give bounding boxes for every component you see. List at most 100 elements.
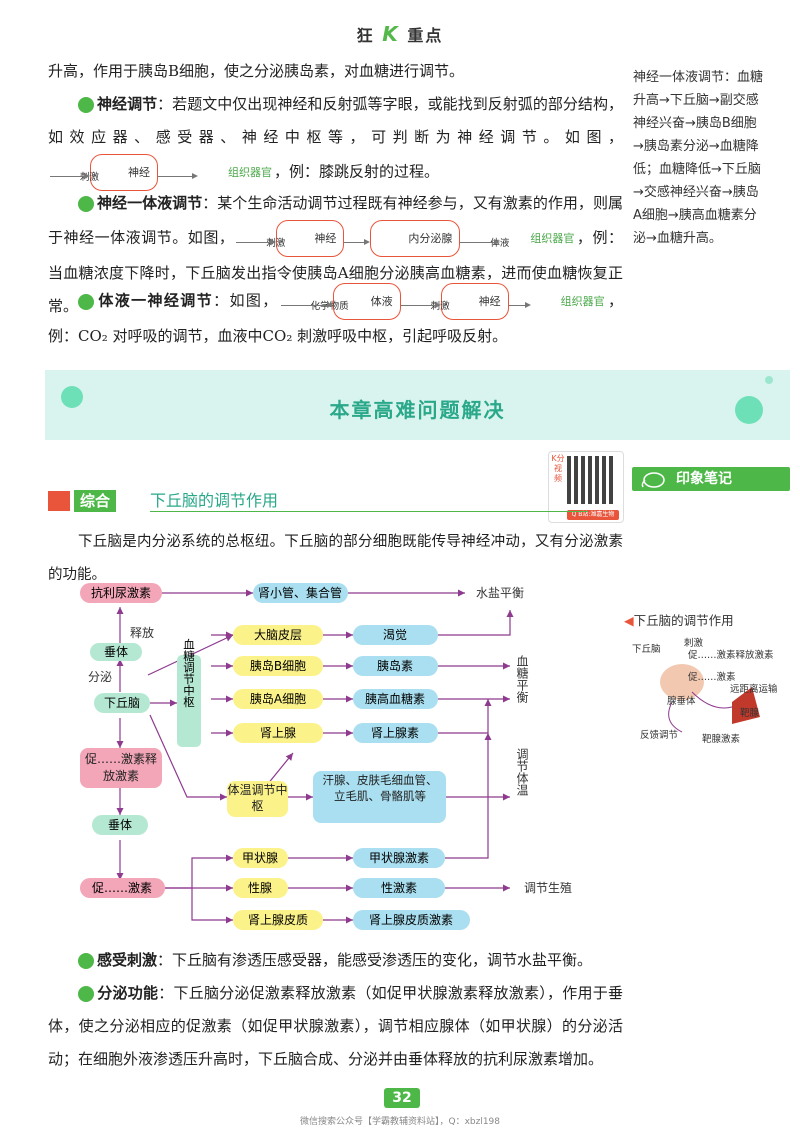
number-badge: 2	[78, 986, 116, 1002]
oval-node: 体液	[332, 283, 401, 320]
header-suffix: 重点	[407, 26, 444, 45]
node-thyroid: 甲状腺	[242, 851, 278, 865]
section-tag: 综合	[74, 490, 117, 512]
arrow: 刺激	[400, 294, 450, 312]
term-title: 体液一神经调节	[97, 291, 214, 310]
note-tag: 印象笔记	[632, 467, 790, 491]
node-sex-hormone: 性激素	[381, 881, 417, 895]
paragraph-neuro-humoral: 3神经一体液调节：某个生命活动调节过程既有神经参与，又有激素的作用，则属于神经一…	[48, 187, 623, 323]
term-title: 感受刺激	[97, 951, 158, 969]
label-secrete: 分泌	[88, 670, 112, 684]
paragraph-text: ：如图，	[213, 291, 279, 310]
oval-node: 神经	[90, 154, 158, 191]
node-effectors: 汗腺、皮肤毛细血管、立毛肌、骨骼肌等	[322, 773, 438, 803]
term-title: 分泌功能	[97, 984, 159, 1002]
paragraph-text: ，例：当血糖浓度下降时，下丘脑发出指令使胰岛A细胞分泌胰高血糖素，进而使血糖恢复…	[48, 228, 623, 316]
node-water-salt: 水盐平衡	[476, 586, 524, 600]
number-badge: 4	[78, 293, 116, 310]
mini-label: 反馈调节	[640, 729, 678, 741]
node-gonad: 性腺	[248, 881, 272, 895]
oval-node: 内分泌腺	[370, 220, 461, 257]
oval-node: 神经	[440, 283, 509, 320]
decor-dot	[61, 386, 83, 408]
node-cortical-hormone: 肾上腺皮质激素	[369, 913, 453, 927]
node-insulin: 胰岛素	[377, 658, 413, 673]
node-reproduction: 调节生殖	[524, 880, 572, 895]
paragraph-humoral-neural: 4体液一神经调节：如图， 化学物质 体液 刺激 神经 组织器官 ，例：CO₂ 对…	[48, 283, 623, 353]
caption-title: 下丘脑的调节作用	[633, 613, 734, 628]
paragraph-neural-regulation: 2神经调节：若题文中仅出现神经和反射弧等字眼，或能找到反射弧的部分结构，如效应器…	[48, 88, 623, 191]
arrow: 化学物质	[280, 294, 349, 312]
section-title: 下丘脑的调节作用	[150, 491, 279, 510]
paragraph-text: ：若题文中仅出现神经和反射弧等字眼，或能找到反射弧的部分结构，如效应器、感受器、…	[48, 95, 623, 146]
number-badge: 1	[78, 953, 116, 969]
qr-caption: Q B站:潍嘉生物	[567, 510, 619, 520]
mini-label: 远距离运输	[730, 683, 778, 695]
arrow: 刺激	[236, 231, 285, 249]
mini-figure: 下丘脑 刺激 促……激素释放激素 促……激素 远距离运输 腺垂体 靶腺 反馈调节…	[632, 637, 778, 744]
node-beta-cell: 胰岛B细胞	[250, 658, 306, 673]
qr-code-card[interactable]: K分视频 Q B站:潍嘉生物	[548, 451, 624, 523]
note-tag-label: 印象笔记	[676, 471, 732, 487]
term-title: 神经调节	[97, 95, 158, 113]
hypothalamus-diagram: 抗利尿激素 肾小管、集合管 水盐平衡 释放 垂体 分泌 下丘脑 血糖调节中枢 大…	[80, 583, 572, 930]
node-cortex: 大脑皮层	[254, 628, 302, 642]
decor-dot	[735, 396, 763, 424]
node-tropic-hormone: 促……激素	[92, 881, 152, 895]
node-pituitary-1: 垂体	[104, 645, 128, 659]
mini-label: 靶腺	[740, 707, 760, 719]
mini-label: 腺垂体	[667, 695, 696, 707]
node-adrenal: 肾上腺	[260, 726, 296, 740]
node-antidiuretic: 抗利尿激素	[91, 585, 151, 600]
node-thyroxine: 甲状腺激素	[369, 851, 429, 865]
mini-label: 促……激素释放激素	[688, 649, 774, 661]
paragraph-text: ：下丘脑有渗透压感受器，能感受渗透压的变化，调节水盐平衡。	[157, 951, 593, 969]
page-number: 32	[384, 1088, 420, 1108]
inline-flow-neural: 刺激 神经 组织器官	[50, 154, 272, 191]
triangle-icon: ◀	[624, 613, 634, 628]
node-tubules: 肾小管、集合管	[258, 585, 342, 600]
qr-code-image	[567, 456, 615, 504]
term-title: 神经一体液调节	[97, 194, 203, 212]
paragraph-secrete: 2分泌功能：下丘脑分泌促激素释放激素（如促甲状腺激素释放激素），作用于垂体，使之…	[48, 977, 623, 1076]
arrow: 体液	[460, 231, 509, 249]
header-prefix: 狂	[356, 26, 375, 45]
paragraph-sense: 1感受刺激：下丘脑有渗透压感受器，能感受渗透压的变化，调节水盐平衡。	[48, 944, 623, 977]
node-temp-regulate: 调节体温	[515, 748, 529, 796]
chapter-banner: 本章高难问题解决	[45, 370, 790, 440]
section-heading: 综合 下丘脑的调节作用	[48, 490, 588, 512]
elephant-icon	[641, 472, 665, 488]
paragraph-text: ，例：CO₂ 对呼吸的调节，血液中CO₂ 刺激呼吸中枢，引起呼吸反射。	[48, 291, 623, 346]
mini-label: 刺激	[684, 637, 704, 649]
node-temp-center: 体温调节中枢	[227, 783, 288, 813]
book-icon	[48, 491, 70, 511]
flow-end: 组织器官	[560, 295, 605, 308]
node-glucose-center: 血糖调节中枢	[182, 638, 196, 709]
header-k-logo: K	[382, 22, 400, 46]
node-adrenal-cortex: 肾上腺皮质	[248, 913, 308, 927]
inline-flow-humoral-neural: 化学物质 体液 刺激 神经 组织器官	[280, 283, 605, 320]
mini-label: 促……激素	[688, 671, 736, 683]
arrow	[508, 294, 531, 310]
number-badge: 2	[78, 97, 116, 113]
mini-label: 下丘脑	[632, 643, 661, 655]
video-label: K分视频	[551, 454, 565, 483]
side-note: 神经一体液调节：血糖升高→下丘脑→副交感神经兴奋→胰岛B细胞→胰岛素分泌→血糖降…	[633, 70, 764, 246]
node-adrenaline: 肾上腺素	[371, 726, 419, 740]
node-glucose-balance: 血糖平衡	[515, 655, 529, 704]
arrow	[344, 231, 371, 247]
page-header: 狂 K 重点	[0, 22, 800, 46]
section-intro: 下丘脑是内分泌系统的总枢纽。下丘脑的部分细胞既能传导神经冲动，又有分泌激素的功能…	[48, 534, 623, 583]
node-glucagon: 胰高血糖素	[365, 691, 425, 706]
figure-caption: ◀下丘脑的调节作用	[624, 610, 734, 629]
flow-end: 组织器官	[530, 232, 575, 245]
arrow: 刺激	[50, 165, 99, 183]
paragraph-text: ，例：膝跳反射的过程。	[274, 162, 440, 181]
mini-label: 靶腺激素	[702, 733, 741, 744]
inline-flow-neuro-humoral: 刺激 神经 内分泌腺 体液 组织器官	[236, 220, 574, 257]
banner-title: 本章高难问题解决	[329, 398, 506, 422]
node-releasing-hormone: 促……激素释放激素	[84, 752, 157, 783]
paragraph-text: ：下丘脑分泌促激素释放激素（如促甲状腺激素释放激素），作用于垂体，使之分泌相应的…	[48, 984, 623, 1068]
number-badge: 3	[78, 196, 116, 212]
arrow	[158, 165, 198, 181]
